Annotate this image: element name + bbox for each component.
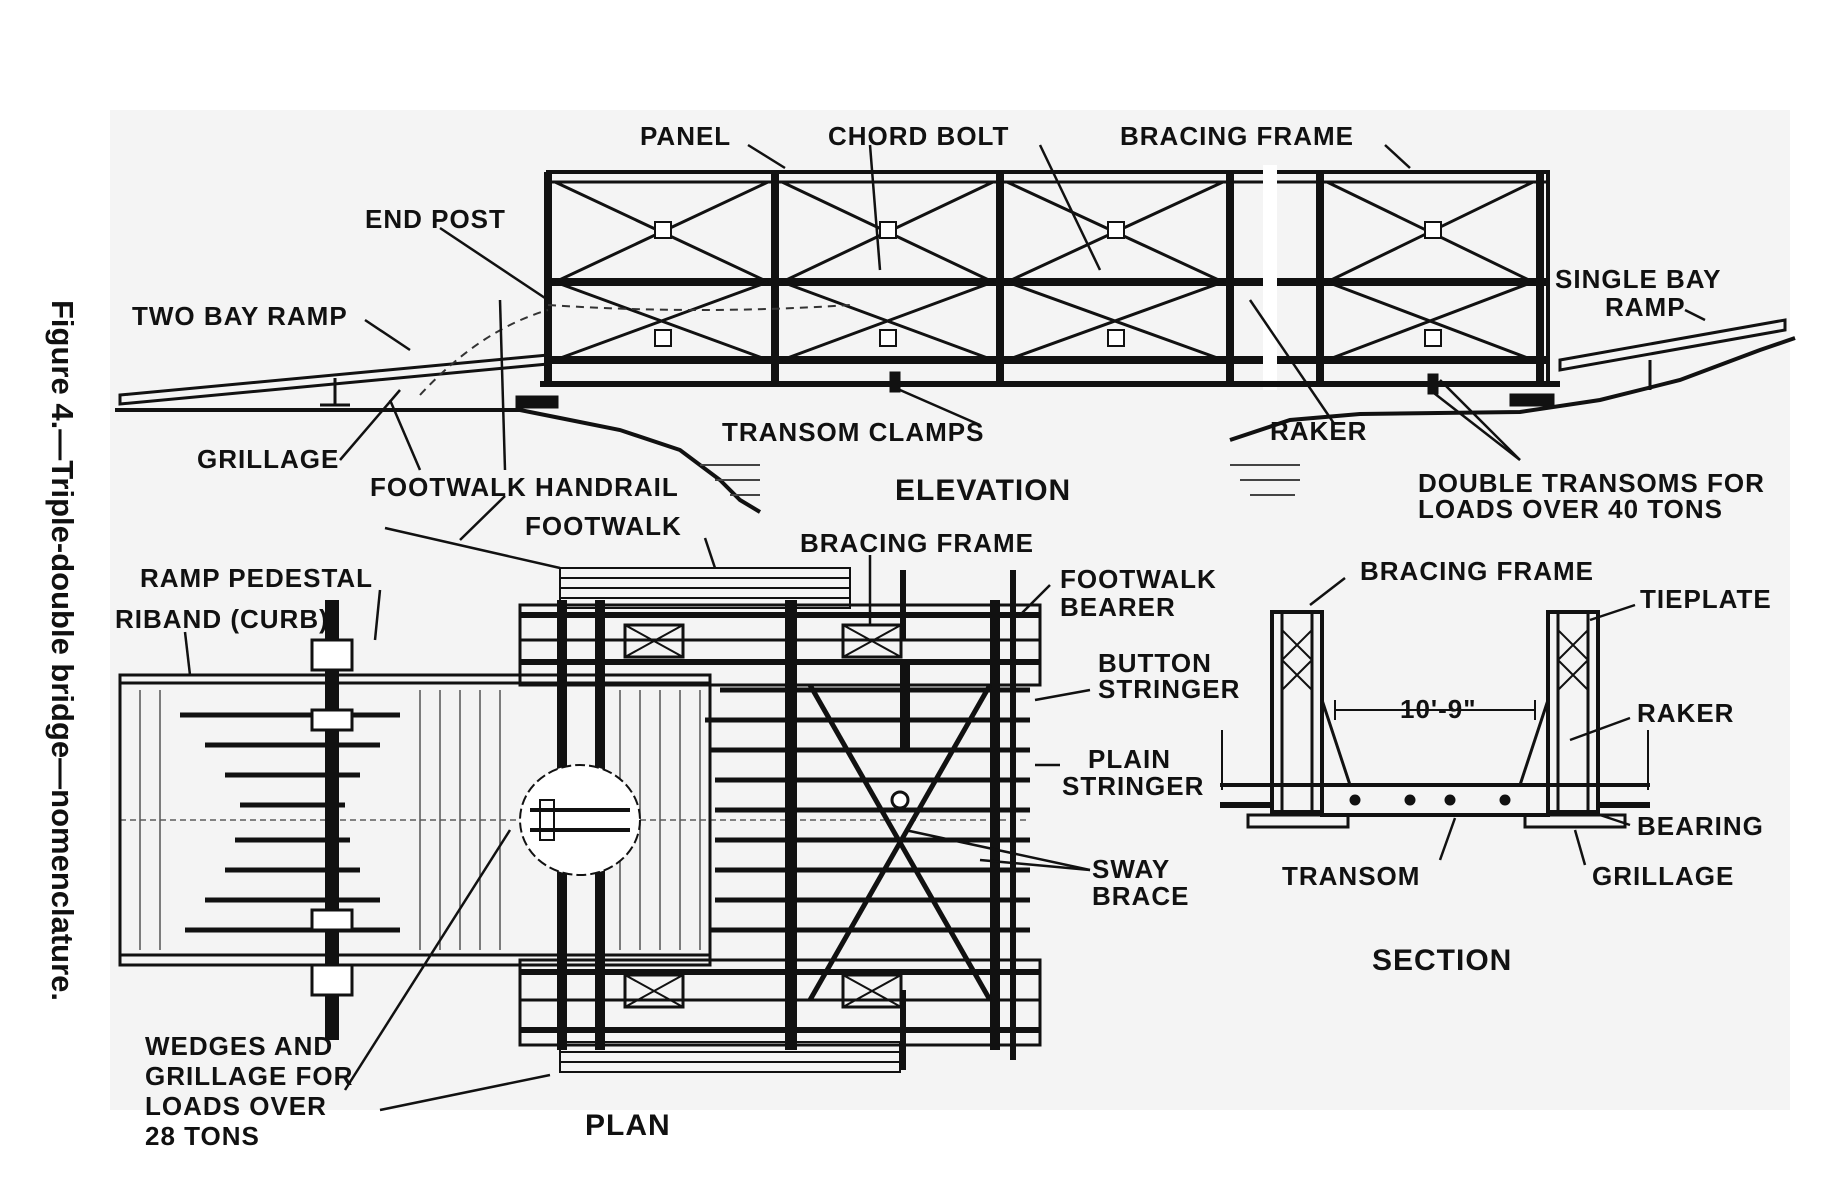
label-wedges-line4: 28 TONS [145, 1121, 260, 1151]
label-sway-brace-line2: BRACE [1092, 881, 1189, 911]
section-leaders [1309, 577, 1636, 866]
cutaway-stringers [180, 687, 1030, 933]
grillage-cutaway [519, 764, 641, 876]
ramp-pedestals [310, 638, 354, 997]
label-riband-curb: RIBAND (CURB) [115, 604, 329, 634]
label-sway-brace-line1: SWAY [1092, 854, 1170, 884]
label-end-post: END POST [365, 204, 506, 234]
label-tieplate: TIEPLATE [1640, 584, 1772, 614]
label-single-bay-ramp-line2: RAMP [1605, 292, 1686, 322]
title-elevation: ELEVATION [895, 474, 1071, 507]
label-footwalk-handrail: FOOTWALK HANDRAIL [370, 472, 679, 502]
section-view: BRACING FRAME TIEPLATE 10'-9" RAKER BEAR… [1220, 556, 1772, 977]
label-button-stringer-line2: STRINGER [1098, 674, 1240, 704]
label-grillage-elevation: GRILLAGE [197, 444, 339, 474]
label-section-width: 10'-9" [1400, 694, 1477, 724]
label-transom: TRANSOM [1282, 861, 1420, 891]
label-panel: PANEL [640, 121, 731, 151]
label-double-transoms-line2: LOADS OVER 40 TONS [1418, 494, 1723, 524]
ground-right [1229, 336, 1796, 442]
label-ramp-pedestal: RAMP PEDESTAL [140, 563, 373, 593]
label-two-bay-ramp: TWO BAY RAMP [132, 301, 348, 331]
ground-left [115, 408, 762, 514]
label-chord-bolt: CHORD BOLT [828, 121, 1009, 151]
label-bearing: BEARING [1637, 811, 1764, 841]
label-raker-section: RAKER [1637, 698, 1734, 728]
section-structure [1220, 610, 1650, 829]
label-plain-stringer-line1: PLAIN [1088, 744, 1171, 774]
title-plan: PLAN [585, 1109, 671, 1142]
scan-background [110, 110, 1790, 1110]
label-footwalk-bearer-line2: BEARER [1060, 592, 1176, 622]
label-bracing-frame-plan: BRACING FRAME [800, 528, 1034, 558]
footwalks [559, 567, 901, 1073]
label-wedges-line1: WEDGES AND [145, 1031, 333, 1061]
label-footwalk: FOOTWALK [525, 511, 682, 541]
label-transom-clamps: TRANSOM CLAMPS [722, 417, 984, 447]
footwalk-handrail-dashed [419, 304, 851, 396]
plan-leaders [183, 495, 1091, 1112]
label-footwalk-bearer-line1: FOOTWALK [1060, 564, 1217, 594]
water [700, 464, 1300, 496]
label-wedges-line2: GRILLAGE FOR [145, 1061, 353, 1091]
label-double-transoms-line1: DOUBLE TRANSOMS FOR [1418, 468, 1765, 498]
label-grillage-section: GRILLAGE [1592, 861, 1734, 891]
grillage-wedges [530, 799, 630, 841]
figure-caption: Figure 4.—Triple-double bridge—nomenclat… [45, 300, 80, 1001]
truss [515, 165, 1560, 409]
elevation-leaders [339, 143, 1706, 471]
ramps [118, 318, 1787, 407]
elevation-view: PANEL CHORD BOLT BRACING FRAME END POST … [115, 121, 1796, 524]
label-bracing-frame-section: BRACING FRAME [1360, 556, 1594, 586]
label-raker-elevation: RAKER [1270, 416, 1367, 446]
title-section: SECTION [1372, 944, 1512, 977]
plan-deck [118, 673, 1030, 967]
label-button-stringer-line1: BUTTON [1098, 648, 1212, 678]
sway-brace [807, 683, 993, 1002]
plan-view: FOOTWALK BRACING FRAME RAMP PEDESTAL RIB… [115, 495, 1240, 1151]
plan-trusses [518, 603, 1042, 1047]
label-bracing-frame-elevation: BRACING FRAME [1120, 121, 1354, 151]
label-wedges-line3: LOADS OVER [145, 1091, 327, 1121]
label-plain-stringer-line2: STRINGER [1062, 771, 1204, 801]
label-single-bay-ramp-line1: SINGLE BAY [1555, 264, 1722, 294]
